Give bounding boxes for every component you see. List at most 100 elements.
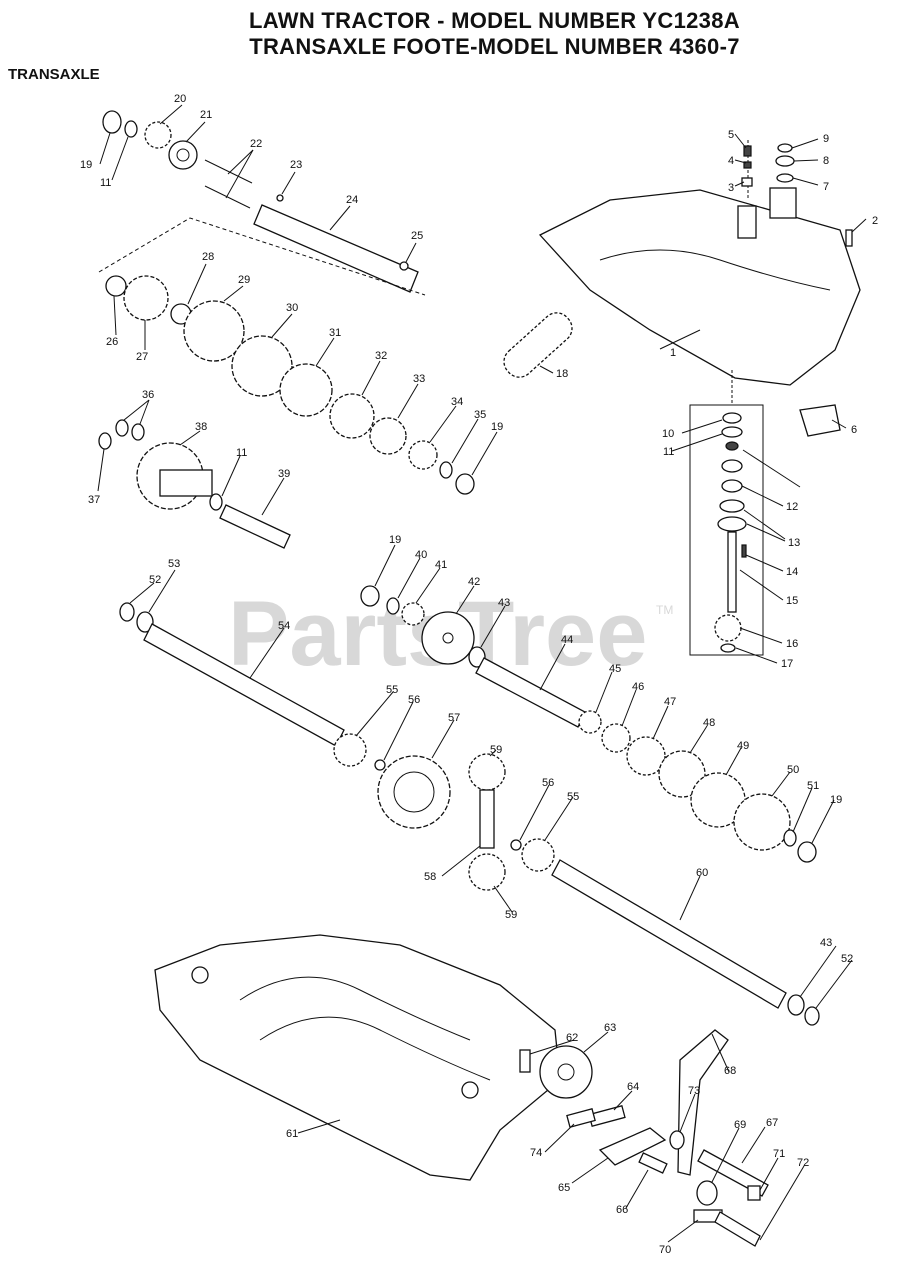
part-number-label: 21 — [200, 109, 212, 121]
part-gear-32 — [329, 393, 375, 439]
part-number-label: 5 — [728, 129, 734, 141]
part-ring-25 — [399, 261, 409, 271]
part-number-label: 7 — [823, 181, 829, 193]
part-gear-46 — [601, 723, 631, 753]
part-washer-11c — [721, 426, 743, 438]
part-washer-13a — [719, 499, 745, 513]
housing-case — [154, 934, 561, 1181]
part-number-label: 64 — [627, 1081, 639, 1093]
case-cover-boss — [737, 205, 757, 239]
part-bushing-19c — [360, 585, 380, 607]
part-number-label: 56 — [542, 777, 554, 789]
part-number-label: 27 — [136, 351, 148, 363]
part-gear-41 — [401, 602, 425, 626]
part-number-label: 2 — [872, 215, 878, 227]
part-key-22b — [204, 185, 251, 209]
part-nut-71 — [747, 1185, 761, 1201]
part-gear-31 — [279, 363, 333, 417]
part-number-label: 71 — [773, 1148, 785, 1160]
part-number-label: 16 — [786, 638, 798, 650]
case-cover-rib — [599, 249, 831, 291]
part-number-label: 14 — [786, 566, 798, 578]
part-bracket-6 — [799, 404, 841, 437]
part-number-label: 1 — [670, 347, 676, 359]
part-bolt-2 — [845, 229, 853, 247]
part-number-label: 41 — [435, 559, 447, 571]
part-number-label: 19 — [80, 159, 92, 171]
part-number-label: 19 — [491, 421, 503, 433]
part-spring-shift — [721, 459, 743, 473]
part-gear-20 — [144, 121, 172, 149]
case-bore-left — [191, 966, 209, 984]
part-number-label: 43 — [820, 937, 832, 949]
part-bolt-72 — [714, 1211, 761, 1247]
part-number-label: 10 — [662, 428, 674, 440]
dashed-assembly-line — [98, 217, 426, 296]
part-number-label: 6 — [851, 424, 857, 436]
part-number-label: 13 — [788, 537, 800, 549]
housing-cover — [538, 140, 861, 437]
case-cover-boss-2 — [769, 187, 797, 219]
part-number-label: 47 — [664, 696, 676, 708]
part-number-label: 31 — [329, 327, 341, 339]
part-washer-13b — [717, 516, 747, 532]
part-number-label: 12 — [786, 501, 798, 513]
page-title-model: LAWN TRACTOR - MODEL NUMBER YC1238A — [249, 8, 740, 33]
part-number-label: 28 — [202, 251, 214, 263]
part-ring-gear-57-bore — [393, 771, 435, 813]
part-ring-gear-57 — [377, 755, 451, 829]
watermark-trademark: TM — [656, 603, 673, 617]
part-gear-29 — [183, 300, 245, 362]
shift-assembly-box — [689, 370, 764, 656]
shift-box-outline — [689, 404, 764, 656]
part-number-label: 40 — [415, 549, 427, 561]
part-number-label: 44 — [561, 634, 573, 646]
part-number-label: 65 — [558, 1182, 570, 1194]
part-number-label: 52 — [149, 574, 161, 586]
part-caliper-65 — [598, 1127, 667, 1166]
part-number-label: 9 — [823, 133, 829, 145]
part-number-label: 20 — [174, 93, 186, 105]
part-washer-51 — [783, 829, 797, 847]
part-ring-52a — [119, 602, 135, 622]
part-number-label: 19 — [389, 534, 401, 546]
part-gear-30 — [231, 335, 293, 397]
part-number-label: 11 — [100, 177, 111, 189]
part-number-label: 54 — [278, 620, 290, 632]
case-rib-1 — [239, 976, 471, 1041]
part-bushing-19d — [797, 841, 817, 863]
part-gear-34 — [408, 440, 438, 470]
part-number-label: 3 — [728, 182, 734, 194]
part-seal-8 — [775, 155, 795, 167]
part-washer-35 — [439, 461, 453, 479]
part-number-label: 23 — [290, 159, 302, 171]
part-ring-9 — [777, 143, 793, 153]
part-shaft-15 — [727, 531, 737, 613]
part-number-label: 50 — [787, 764, 799, 776]
part-number-label: 45 — [609, 663, 621, 675]
part-gear-16 — [714, 614, 742, 642]
part-number-label: 66 — [616, 1204, 628, 1216]
gear-stack-upper — [105, 275, 475, 495]
part-washer-36a — [115, 419, 129, 437]
part-ring-37 — [98, 432, 112, 450]
part-ring-52b — [804, 1006, 820, 1026]
part-number-label: 70 — [659, 1244, 671, 1256]
part-washer-7 — [776, 173, 794, 183]
part-gear-38-hub — [159, 469, 213, 497]
part-spring-5 — [743, 145, 752, 157]
part-number-label: 4 — [728, 155, 734, 167]
part-number-label: 69 — [734, 1119, 746, 1131]
part-number-label: 55 — [386, 684, 398, 696]
part-pad-62 — [519, 1049, 531, 1073]
part-bolt-67 — [697, 1149, 769, 1197]
part-collar-12 — [721, 479, 743, 493]
part-gear-27 — [123, 275, 169, 321]
part-bevel-gear-55a — [333, 733, 367, 767]
part-key-14 — [741, 544, 747, 558]
part-number-label: 38 — [195, 421, 207, 433]
part-washer-73 — [669, 1130, 685, 1150]
case-rib-2 — [259, 1016, 491, 1081]
part-number-label: 32 — [375, 350, 387, 362]
